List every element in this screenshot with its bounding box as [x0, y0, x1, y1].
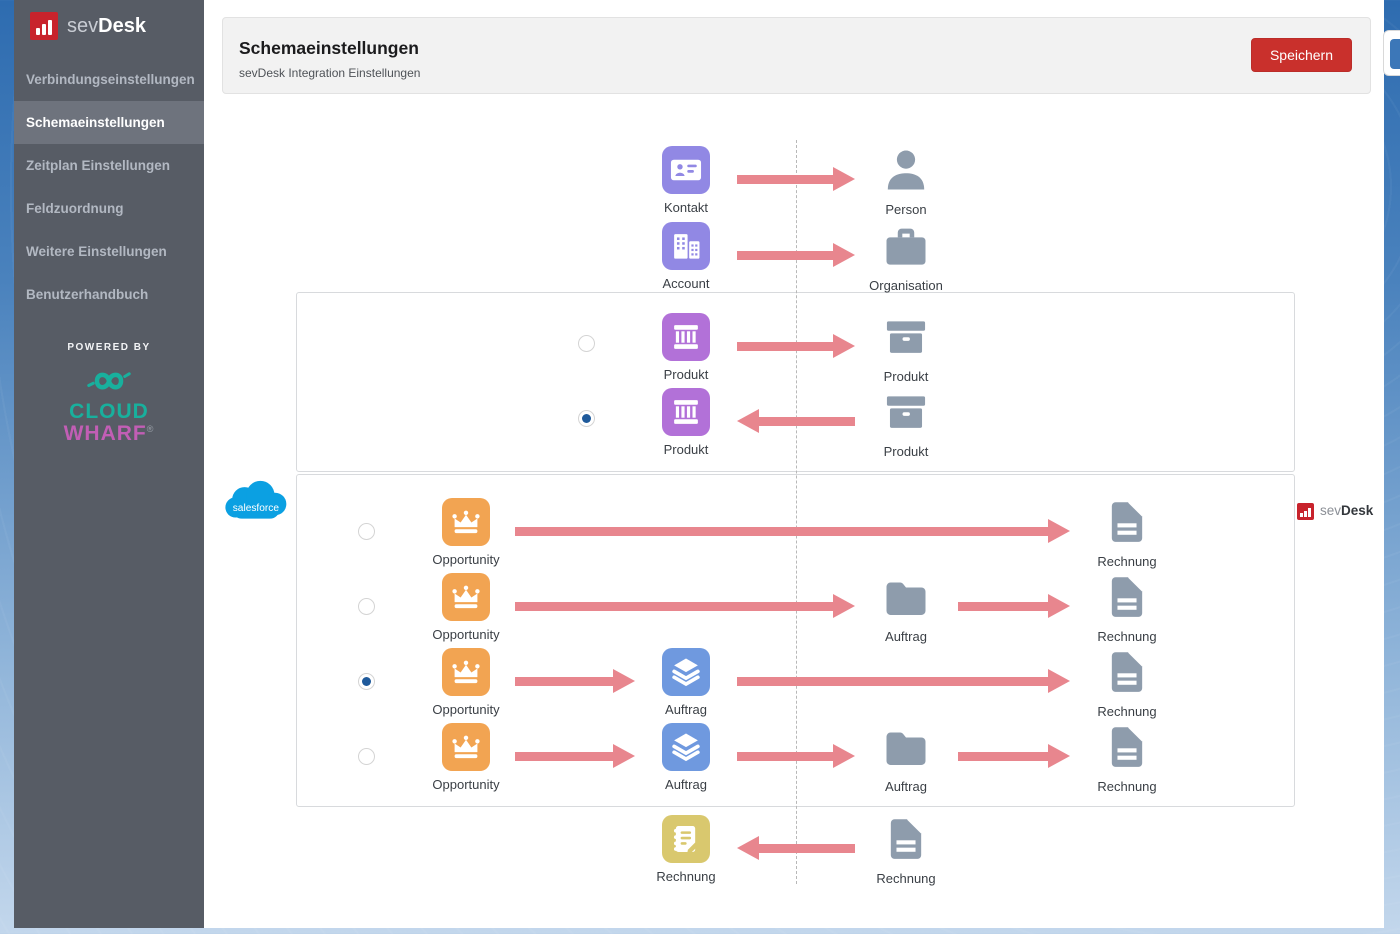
arrow-left-icon — [737, 836, 855, 860]
arrow-right-icon — [737, 167, 855, 191]
sidebar-item-verbindungseinstellungen[interactable]: Verbindungseinstellungen — [26, 72, 195, 87]
node-salesforce-kontakt: Kontakt — [638, 146, 734, 215]
box-icon — [880, 311, 932, 363]
node-salesforce-opportunity: Opportunity — [418, 723, 514, 792]
node-salesforce-opportunity: Opportunity — [418, 498, 514, 567]
invoice-document-icon — [1101, 721, 1153, 773]
folder-icon — [880, 571, 932, 623]
node-sevdesk-auftrag: Auftrag — [858, 721, 954, 794]
product-crate-icon — [662, 388, 710, 436]
arrow-right-icon — [737, 243, 855, 267]
arrow-right-icon — [737, 669, 1070, 693]
radio-opportunity-option-2[interactable] — [358, 598, 375, 615]
sidebar: sevDesk Verbindungseinstellungen Schemae… — [14, 0, 204, 928]
node-sevdesk-rechnung: Rechnung — [1079, 646, 1175, 719]
node-salesforce-auftrag: Auftrag — [638, 648, 734, 717]
sevdesk-sidebar-logo: sevDesk — [14, 0, 204, 52]
main-content-area — [204, 0, 1384, 928]
help-panel-toggle[interactable]: ◀ — [1383, 30, 1400, 76]
node-salesforce-auftrag: Auftrag — [638, 723, 734, 792]
arrow-right-icon — [515, 594, 855, 618]
sidebar-item-feldzuordnung[interactable]: Feldzuordnung — [26, 201, 124, 216]
invoice-document-icon — [1101, 571, 1153, 623]
sidebar-item-benutzerhandbuch[interactable]: Benutzerhandbuch — [26, 287, 149, 302]
registered-mark: ® — [146, 424, 155, 435]
layers-icon — [662, 723, 710, 771]
arrow-right-icon — [515, 744, 635, 768]
arrow-right-icon — [515, 669, 635, 693]
radio-product-option-1[interactable] — [578, 335, 595, 352]
radio-opportunity-option-3[interactable] — [358, 673, 375, 690]
crown-icon — [442, 648, 490, 696]
salesforce-cloud-icon: salesforce — [222, 478, 292, 530]
sidebar-item-schemaeinstellungen[interactable]: Schemaeinstellungen — [14, 101, 204, 144]
sevdesk-barchart-icon — [1297, 502, 1314, 520]
node-salesforce-opportunity: Opportunity — [418, 648, 514, 717]
cloudwharf-wharf-text: WHARF® — [63, 422, 155, 446]
sync-divider-dashed-line — [796, 140, 797, 884]
crown-icon — [442, 723, 490, 771]
arrow-right-icon — [515, 519, 1070, 543]
node-sevdesk-rechnung: Rechnung — [1079, 571, 1175, 644]
layers-icon — [662, 648, 710, 696]
sidebar-item-zeitplan-einstellungen[interactable]: Zeitplan Einstellungen — [26, 158, 171, 173]
invoice-document-icon — [1101, 496, 1153, 548]
chevron-left-icon: ◀ — [1390, 39, 1400, 69]
product-options-box — [296, 292, 1295, 472]
node-sevdesk-produkt: Produkt — [858, 386, 954, 459]
product-crate-icon — [662, 313, 710, 361]
node-sevdesk-auftrag: Auftrag — [858, 571, 954, 644]
node-salesforce-produkt: Produkt — [638, 313, 734, 382]
contact-card-icon — [662, 146, 710, 194]
node-sevdesk-organisation: Organisation — [858, 220, 954, 293]
sevdesk-logo: sevDesk — [1297, 502, 1373, 520]
node-sevdesk-rechnung: Rechnung — [858, 813, 954, 886]
powered-by-label: POWERED BY — [67, 342, 151, 353]
arrow-right-icon — [737, 334, 855, 358]
crown-icon — [442, 573, 490, 621]
radio-opportunity-option-1[interactable] — [358, 523, 375, 540]
radio-opportunity-option-4[interactable] — [358, 748, 375, 765]
node-salesforce-produkt: Produkt — [638, 388, 734, 457]
buildings-icon — [662, 222, 710, 270]
node-salesforce-account: Account — [638, 222, 734, 291]
node-salesforce-opportunity: Opportunity — [418, 573, 514, 642]
opportunity-options-box — [296, 474, 1295, 807]
save-button[interactable]: Speichern — [1250, 38, 1352, 72]
arrow-left-icon — [737, 409, 855, 433]
powered-by-block: POWERED BY CLOUD WHARF® — [14, 342, 204, 445]
brand-desk: Desk — [98, 14, 146, 37]
radio-product-option-2[interactable] — [578, 410, 595, 427]
page-subtitle: sevDesk Integration Einstellungen — [239, 66, 421, 80]
invoice-document-icon — [1101, 646, 1153, 698]
node-sevdesk-rechnung: Rechnung — [1079, 496, 1175, 569]
page-title: Schemaeinstellungen — [239, 38, 419, 58]
folder-icon — [880, 721, 932, 773]
briefcase-icon — [880, 220, 932, 272]
cloudwharf-cloud-text: CLOUD — [69, 400, 149, 423]
sidebar-item-weitere-einstellungen[interactable]: Weitere Einstellungen — [26, 244, 167, 259]
crown-icon — [442, 498, 490, 546]
node-sevdesk-rechnung: Rechnung — [1079, 721, 1175, 794]
svg-text:salesforce: salesforce — [233, 503, 280, 514]
arrow-right-icon — [958, 744, 1070, 768]
arrow-right-icon — [737, 744, 855, 768]
sidebar-nav: Verbindungseinstellungen Schemaeinstellu… — [14, 58, 204, 316]
node-salesforce-rechnung: Rechnung — [638, 815, 734, 884]
node-sevdesk-person: Person — [858, 144, 954, 217]
arrow-right-icon — [958, 594, 1070, 618]
page-header: Schemaeinstellungen sevDesk Integration … — [222, 17, 1371, 94]
node-sevdesk-produkt: Produkt — [858, 311, 954, 384]
brand-sev: sev — [67, 14, 99, 37]
cloudwharf-knot-icon — [83, 363, 135, 399]
person-icon — [880, 144, 932, 196]
box-icon — [880, 386, 932, 438]
sevdesk-barchart-icon — [30, 12, 58, 40]
invoice-document-icon — [880, 813, 932, 865]
notepad-pencil-icon — [662, 815, 710, 863]
salesforce-logo: salesforce — [222, 478, 292, 535]
